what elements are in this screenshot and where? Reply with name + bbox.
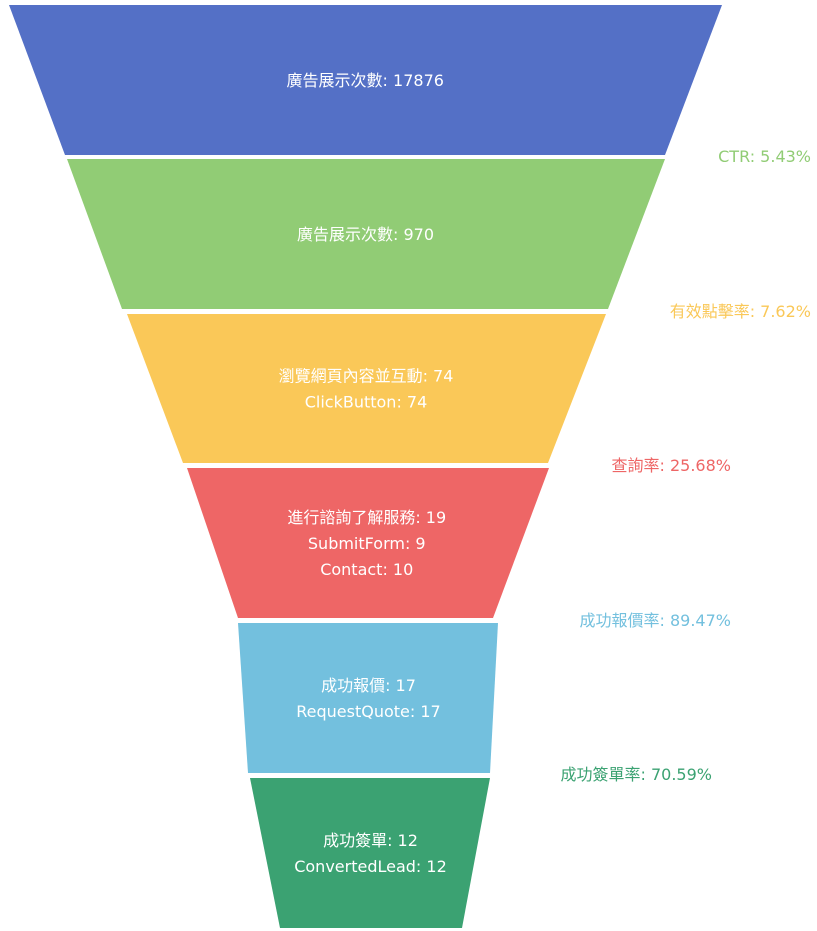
conversion-rate-label: 成功簽單率: 70.59%: [561, 765, 713, 784]
stage-label: 進行諮詢了解服務: 19: [287, 508, 446, 527]
funnel-stage-5[interactable]: [238, 623, 498, 773]
stage-label: 廣告展示次數: 17876: [287, 71, 444, 90]
stage-label: 廣告展示次數: 970: [297, 225, 434, 244]
stage-label: 成功報價: 17: [321, 676, 416, 695]
stage-label: ConvertedLead: 12: [294, 857, 447, 876]
stage-label: 瀏覽網頁內容並互動: 74: [279, 367, 454, 386]
conversion-rate-label: CTR: 5.43%: [718, 147, 811, 166]
conversion-rate-label: 查詢率: 25.68%: [612, 456, 732, 475]
funnel-stage-2[interactable]: [67, 159, 665, 309]
funnel-stage-1[interactable]: [9, 5, 722, 155]
stage-label: Contact: 10: [320, 560, 413, 579]
stage-label: SubmitForm: 9: [308, 534, 426, 553]
stage-label: ClickButton: 74: [305, 393, 428, 412]
stage-label: RequestQuote: 17: [296, 702, 440, 721]
stage-label: 成功簽單: 12: [323, 831, 418, 850]
funnel-stage-6[interactable]: [250, 778, 490, 928]
conversion-rate-label: 有效點擊率: 7.62%: [670, 302, 811, 321]
conversion-rate-label: 成功報價率: 89.47%: [580, 611, 732, 630]
funnel-stage-3[interactable]: [127, 314, 606, 463]
funnel-stage-4[interactable]: [187, 468, 549, 618]
